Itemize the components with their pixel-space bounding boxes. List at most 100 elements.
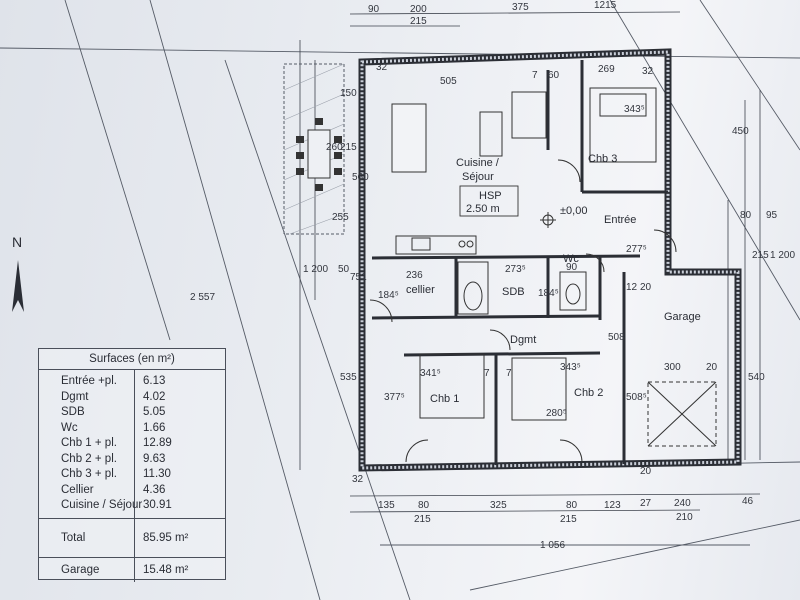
surface-value: 5.05 xyxy=(143,406,166,418)
surface-label: Chb 2 + pl. xyxy=(61,452,117,465)
room-chb1: Chb 1 xyxy=(430,393,459,405)
dim-top-375: 375 xyxy=(512,2,529,13)
surface-value: 6.13 xyxy=(143,375,166,387)
surface-value: 12.89 xyxy=(143,437,172,449)
dim-20c: 20 xyxy=(640,282,652,293)
dim-3435b: 343⁵ xyxy=(560,362,581,373)
walls xyxy=(358,48,742,472)
surface-label: Dgmt xyxy=(61,390,89,403)
dim-top-90: 90 xyxy=(368,4,380,15)
dim-95: 95 xyxy=(766,210,778,221)
dim-2805: 280⁵ xyxy=(546,408,567,419)
surface-label: Wc xyxy=(61,421,78,434)
surface-value: 4.02 xyxy=(143,390,166,403)
dim-1200: 1 200 xyxy=(303,264,328,275)
dim-top-1215: 1215 xyxy=(594,0,617,11)
dim-b80a: 80 xyxy=(418,500,430,511)
dim-80r: 80 xyxy=(740,210,752,221)
surface-value: 30.91 xyxy=(143,499,172,511)
dim-7a: 7 xyxy=(532,70,538,81)
dim-5085: 508⁵ xyxy=(626,392,647,403)
room-wc: Wc xyxy=(563,253,579,265)
dim-b135: 135 xyxy=(378,500,395,511)
dim-1200r: 1 200 xyxy=(770,250,795,261)
dim-540: 540 xyxy=(748,372,765,383)
dim-215: 215 xyxy=(340,142,357,153)
north-arrow-icon xyxy=(12,260,24,312)
surface-label: SDB xyxy=(61,406,85,418)
surfaces-title: Surfaces (en m²) xyxy=(39,349,225,370)
surfaces-labels: Entrée +pl. Dgmt SDB Wc Chb 1 + pl. Chb … xyxy=(39,370,143,518)
surface-label: Entrée +pl. xyxy=(61,375,117,387)
furniture xyxy=(369,87,717,463)
room-chb2: Chb 2 xyxy=(574,387,603,399)
dim-269: 269 xyxy=(598,64,615,75)
dim-b210: 210 xyxy=(676,512,693,523)
dim-751: 751 xyxy=(350,272,367,283)
hsp-box xyxy=(459,185,519,217)
dim-50: 50 xyxy=(338,264,350,275)
dim-215r: 215 xyxy=(752,250,769,261)
dim-508a: 508 xyxy=(608,332,625,343)
dim-3415: 341⁵ xyxy=(420,368,441,379)
dim-top-215: 215 xyxy=(410,16,427,27)
level-marker xyxy=(540,212,556,228)
dim-12: 12 xyxy=(626,282,638,293)
dim-150: 150 xyxy=(340,88,357,99)
surface-value: 4.36 xyxy=(143,483,166,496)
dim-560: 560 xyxy=(352,172,369,183)
dim-b80b: 80 xyxy=(566,500,578,511)
dim-1845b: 184⁵ xyxy=(538,288,559,299)
dim-300: 300 xyxy=(664,362,681,373)
dim-505: 505 xyxy=(440,76,457,87)
room-cellier: cellier xyxy=(406,284,435,296)
dim-b215b: 215 xyxy=(560,514,577,525)
dim-3435a: 343⁵ xyxy=(624,104,645,115)
hsp-value: 2.50 m xyxy=(466,203,500,215)
total-value: 85.95 m² xyxy=(143,531,189,544)
dimension-lines xyxy=(299,11,761,513)
total-label: Total xyxy=(39,518,135,557)
dim-3775: 377⁵ xyxy=(384,392,405,403)
surface-label: Cuisine / Séjour xyxy=(61,499,143,511)
dim-b46: 46 xyxy=(742,496,754,507)
dim-b240: 240 xyxy=(674,498,691,509)
dim-450: 450 xyxy=(732,126,749,137)
room-sdb: SDB xyxy=(502,286,525,298)
surface-value: 11.30 xyxy=(143,468,171,480)
dim-b215a: 215 xyxy=(414,514,431,525)
dim-b27: 27 xyxy=(640,498,652,509)
dim-90wc: 90 xyxy=(566,262,578,273)
dim-2735: 273⁵ xyxy=(505,264,526,275)
dim-2557: 2 557 xyxy=(190,292,215,303)
surfaces-values: 6.13 4.02 5.05 1.66 12.89 9.63 11.30 4.3… xyxy=(135,370,225,518)
dim-32a: 32 xyxy=(642,66,654,77)
dim-b32: 32 xyxy=(352,474,364,485)
dim-7c: 7 xyxy=(506,368,512,379)
dim-1845a: 184⁵ xyxy=(378,290,399,301)
dim-b1056: 1 056 xyxy=(540,540,565,551)
room-entree: Entrée xyxy=(604,214,636,226)
north-label: N xyxy=(12,234,23,250)
garage-value: 15.48 m² xyxy=(143,563,189,576)
dim-2775: 277⁵ xyxy=(626,244,647,255)
room-cuisine-line2: Séjour xyxy=(462,171,494,183)
dim-255: 255 xyxy=(332,212,349,223)
dim-b325: 325 xyxy=(490,500,507,511)
surfaces-table: Surfaces (en m²) Entrée +pl. Dgmt SDB Wc… xyxy=(38,348,226,582)
surface-label: Chb 3 + pl. xyxy=(61,468,117,480)
dim-236: 236 xyxy=(406,270,423,281)
hsp-label: HSP xyxy=(479,190,502,202)
dim-260: 260 xyxy=(326,142,343,153)
terrace xyxy=(283,63,345,235)
dim-535: 535 xyxy=(340,372,357,383)
dim-b123: 123 xyxy=(604,500,621,511)
dim-60: 60 xyxy=(548,70,560,81)
surface-label: Chb 1 + pl. xyxy=(61,437,117,449)
surface-label: Cellier xyxy=(61,483,94,496)
level-label: ±0,00 xyxy=(560,205,587,217)
surface-value: 1.66 xyxy=(143,421,166,434)
dim-20a: 20 xyxy=(706,362,718,373)
room-chb3: Chb 3 xyxy=(588,153,617,165)
